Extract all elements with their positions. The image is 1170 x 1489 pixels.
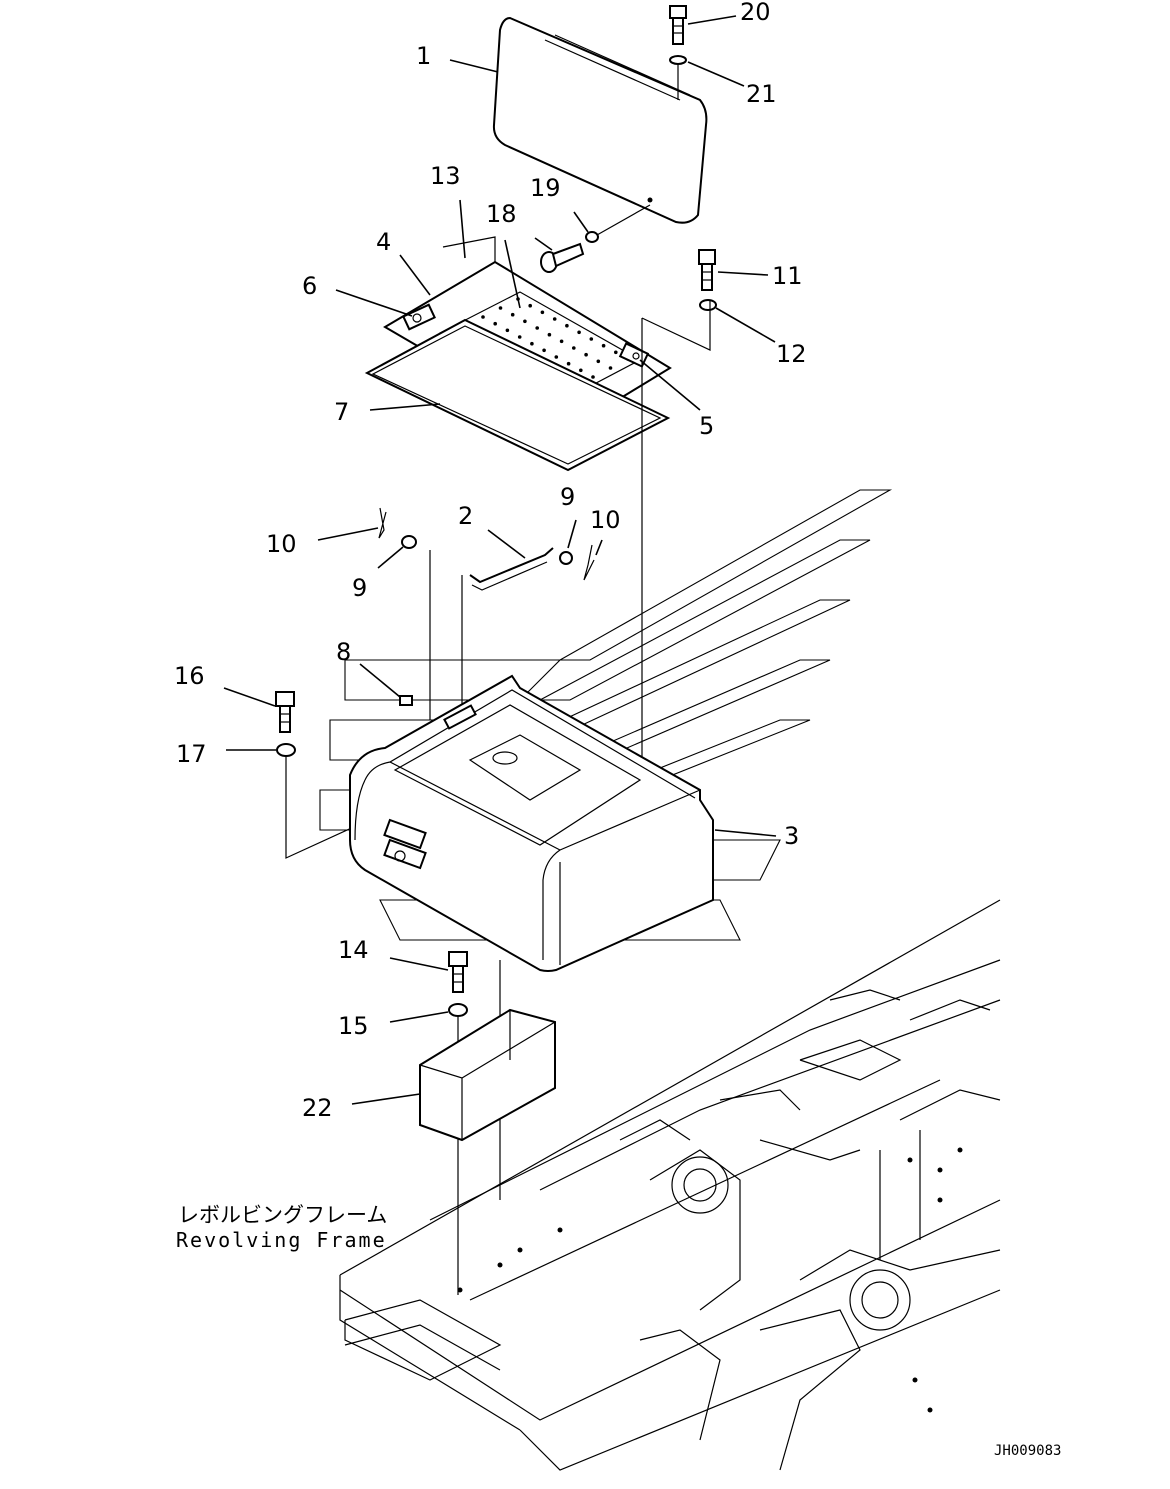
part-18-bolt (540, 242, 585, 273)
label-part-20: 20 (740, 0, 771, 26)
label-part-17: 17 (176, 740, 207, 768)
part-1-cover (492, 16, 708, 224)
revolving-frame (339, 899, 1001, 1471)
label-part-1: 1 (416, 42, 431, 70)
leader-lines (223, 15, 777, 1105)
part-9-washer-right (559, 551, 573, 565)
label-part-2: 2 (458, 502, 473, 530)
part-12-washer (699, 299, 717, 311)
lid-hole (528, 303, 532, 308)
label-part-10-left: 10 (266, 530, 297, 558)
part-15-washer (448, 1003, 468, 1017)
part-number-labels: 1 20 21 13 19 18 4 6 11 12 7 5 9 2 10 10… (174, 0, 807, 1122)
lid-hole (559, 339, 564, 344)
lid-hole (493, 321, 498, 326)
lid-hole (579, 368, 583, 373)
part-14-bolt (448, 951, 468, 993)
frame-caption-english: Revolving Frame (176, 1228, 387, 1252)
label-part-12: 12 (776, 340, 807, 368)
lid-hole (542, 348, 546, 353)
label-part-18: 18 (486, 200, 517, 228)
part-6-latch (402, 303, 436, 331)
part-20-bolt (669, 5, 687, 45)
label-part-22: 22 (302, 1094, 333, 1122)
frame-caption-japanese: レボルビングフレーム (178, 1203, 387, 1227)
lid-hole (591, 375, 595, 379)
label-part-11: 11 (772, 262, 803, 290)
lid-hole (547, 332, 552, 337)
label-part-7: 7 (334, 398, 349, 426)
label-part-9-right: 9 (560, 483, 575, 511)
lid-hole (584, 352, 588, 357)
part-17-washer (276, 743, 296, 757)
part-11-bolt (698, 249, 716, 291)
drawing-code: JH009083 (994, 1443, 1061, 1459)
lid-hole (523, 319, 527, 324)
part-10-pin-left (378, 507, 387, 539)
part-10-pin-right (583, 544, 595, 581)
lid-hole (572, 346, 576, 350)
part-9-washer-left (401, 535, 417, 549)
label-part-15: 15 (338, 1012, 369, 1040)
lid-hole (614, 350, 618, 355)
lid-hole (505, 328, 510, 333)
part-8-clip (399, 695, 413, 706)
label-part-19: 19 (530, 174, 561, 202)
label-part-4: 4 (376, 228, 391, 256)
lid-hole (601, 343, 606, 348)
label-part-9-left: 9 (352, 574, 367, 602)
part-3-box (349, 674, 714, 972)
label-part-10-right: 10 (590, 506, 621, 534)
lid-hole (596, 359, 601, 364)
lid-hole (510, 312, 515, 317)
label-part-5: 5 (699, 412, 714, 440)
part-16-bolt (275, 691, 295, 733)
lid-hole (530, 341, 534, 346)
lid-hole (554, 355, 559, 359)
lid-hole (589, 337, 594, 341)
lid-hole (517, 335, 522, 339)
label-part-14: 14 (338, 936, 369, 964)
lid-hole (577, 330, 581, 335)
lid-hole (540, 310, 545, 315)
label-part-6: 6 (302, 272, 317, 300)
lid-hole (498, 306, 503, 310)
lid-hole (566, 361, 571, 366)
label-part-21: 21 (746, 80, 777, 108)
lid-hole (552, 317, 557, 321)
lid-hole (481, 315, 485, 319)
label-part-8: 8 (336, 638, 351, 666)
part-7-gasket (364, 318, 671, 472)
label-part-16: 16 (174, 662, 205, 690)
label-part-3: 3 (784, 822, 799, 850)
part-22-tray (419, 1008, 556, 1142)
lid-hole (608, 366, 613, 370)
label-part-13: 13 (430, 162, 461, 190)
part-2-rod (469, 547, 554, 591)
lid-hole (535, 326, 539, 330)
part-21-washer (669, 55, 687, 65)
part-19-washer (585, 231, 599, 243)
lid-hole (565, 323, 569, 328)
